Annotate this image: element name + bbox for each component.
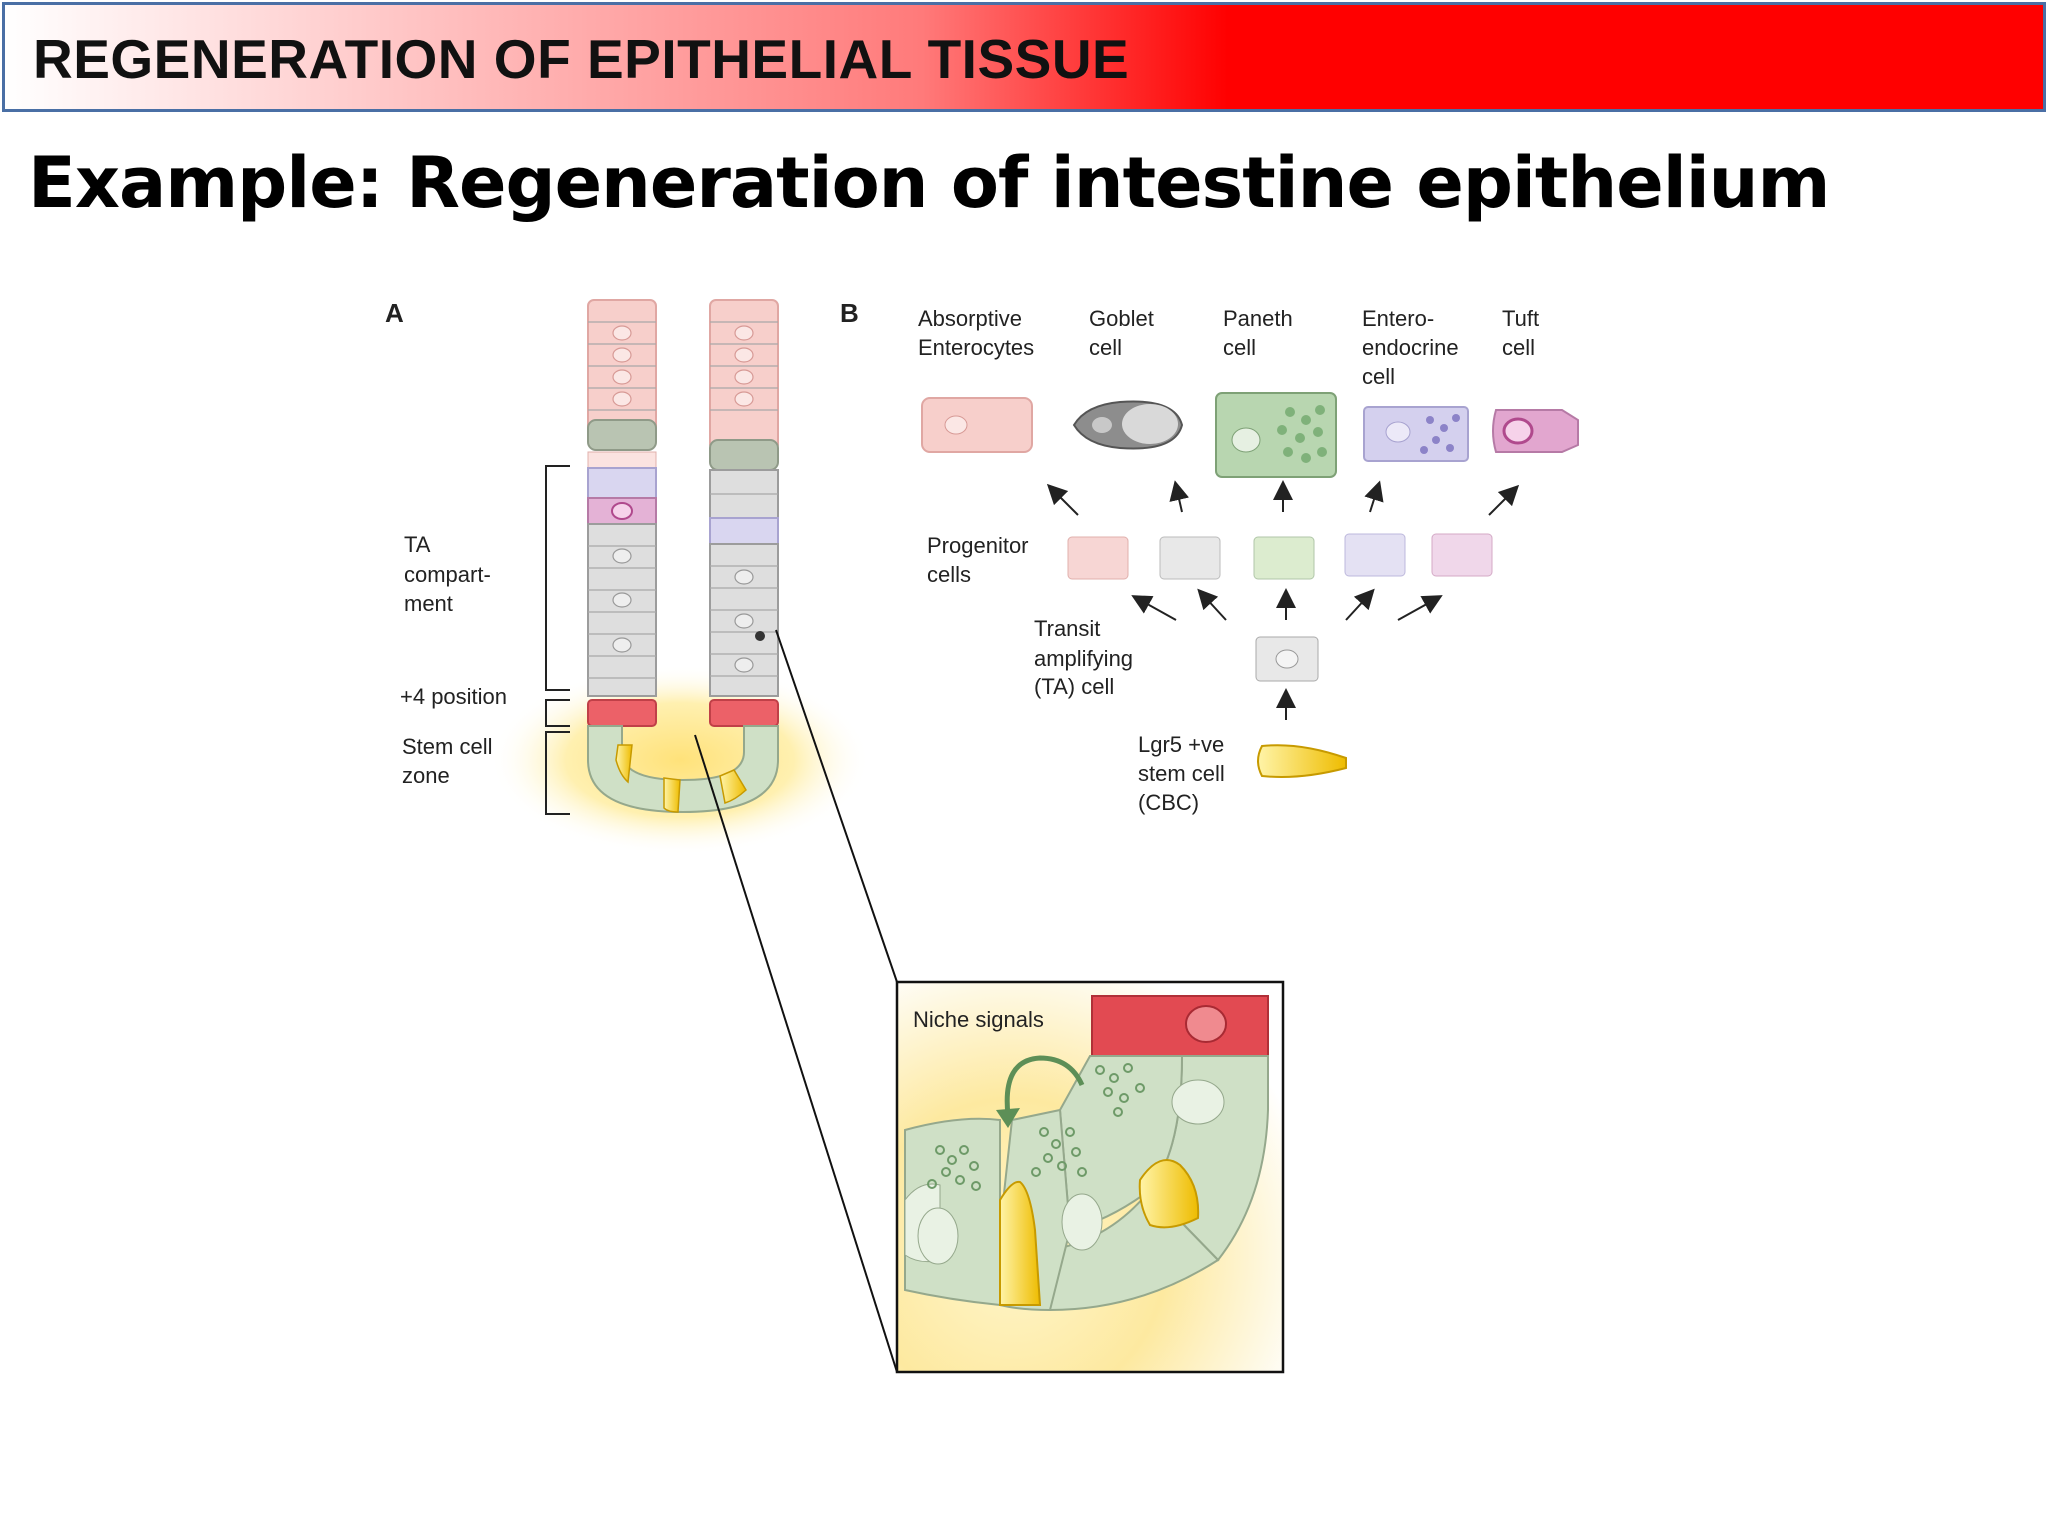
- ta-to-progenitor-arrows: [1131, 588, 1443, 621]
- progenitor-cells: [1067, 533, 1493, 580]
- enterocyte-cell: [921, 397, 1033, 453]
- progenitor-cells-label: Progenitor cells: [927, 533, 1035, 587]
- ta-compartment-label: TA compart- ment: [404, 532, 497, 616]
- enteroendocrine-cell: [1363, 406, 1469, 462]
- tuft-cell: [1492, 409, 1579, 453]
- niche-signals-label: Niche signals: [913, 1007, 1044, 1032]
- ta-cell-label: Transit amplifying (TA) cell: [1034, 616, 1139, 699]
- dividing-cell-marker: [755, 631, 765, 641]
- stem-cell-zone-label: Stem cell zone: [402, 734, 499, 788]
- crypt-nuclei: [611, 325, 754, 673]
- tuft-cell-label: Tuft cell: [1502, 306, 1545, 360]
- crypt-cell-dividers: [588, 321, 778, 679]
- slide-title: Example: Regeneration of intestine epith…: [28, 142, 1830, 224]
- header-title: REGENERATION OF EPITHELIAL TISSUE: [33, 28, 1130, 90]
- niche-inset: [895, 980, 1285, 1374]
- panel-a-label: A: [385, 298, 404, 328]
- panel-b-label: B: [840, 298, 859, 328]
- panel-a-brackets: [545, 465, 570, 815]
- zoom-lines: [694, 629, 898, 1373]
- goblet-cell: [1072, 400, 1184, 450]
- plus4-position-label: +4 position: [400, 684, 507, 709]
- header-bar: REGENERATION OF EPITHELIAL TISSUE: [2, 2, 2046, 112]
- enteroendocrine-cell-label: Entero- endocrine cell: [1362, 306, 1465, 389]
- lgr5-stem-cell: [1257, 744, 1347, 778]
- absorptive-enterocytes-label: Absorptive Enterocytes: [918, 306, 1034, 360]
- stem-cell-label: Lgr5 +ve stem cell (CBC): [1138, 732, 1231, 815]
- ta-cell: [1255, 636, 1319, 682]
- paneth-cell: [1215, 392, 1337, 478]
- goblet-cell-label: Goblet cell: [1089, 306, 1160, 360]
- differentiation-arrows: [1046, 480, 1520, 516]
- crypt-stem-cells: [615, 744, 747, 813]
- crypt-left-column: [587, 299, 657, 727]
- paneth-cell-label: Paneth cell: [1223, 306, 1299, 360]
